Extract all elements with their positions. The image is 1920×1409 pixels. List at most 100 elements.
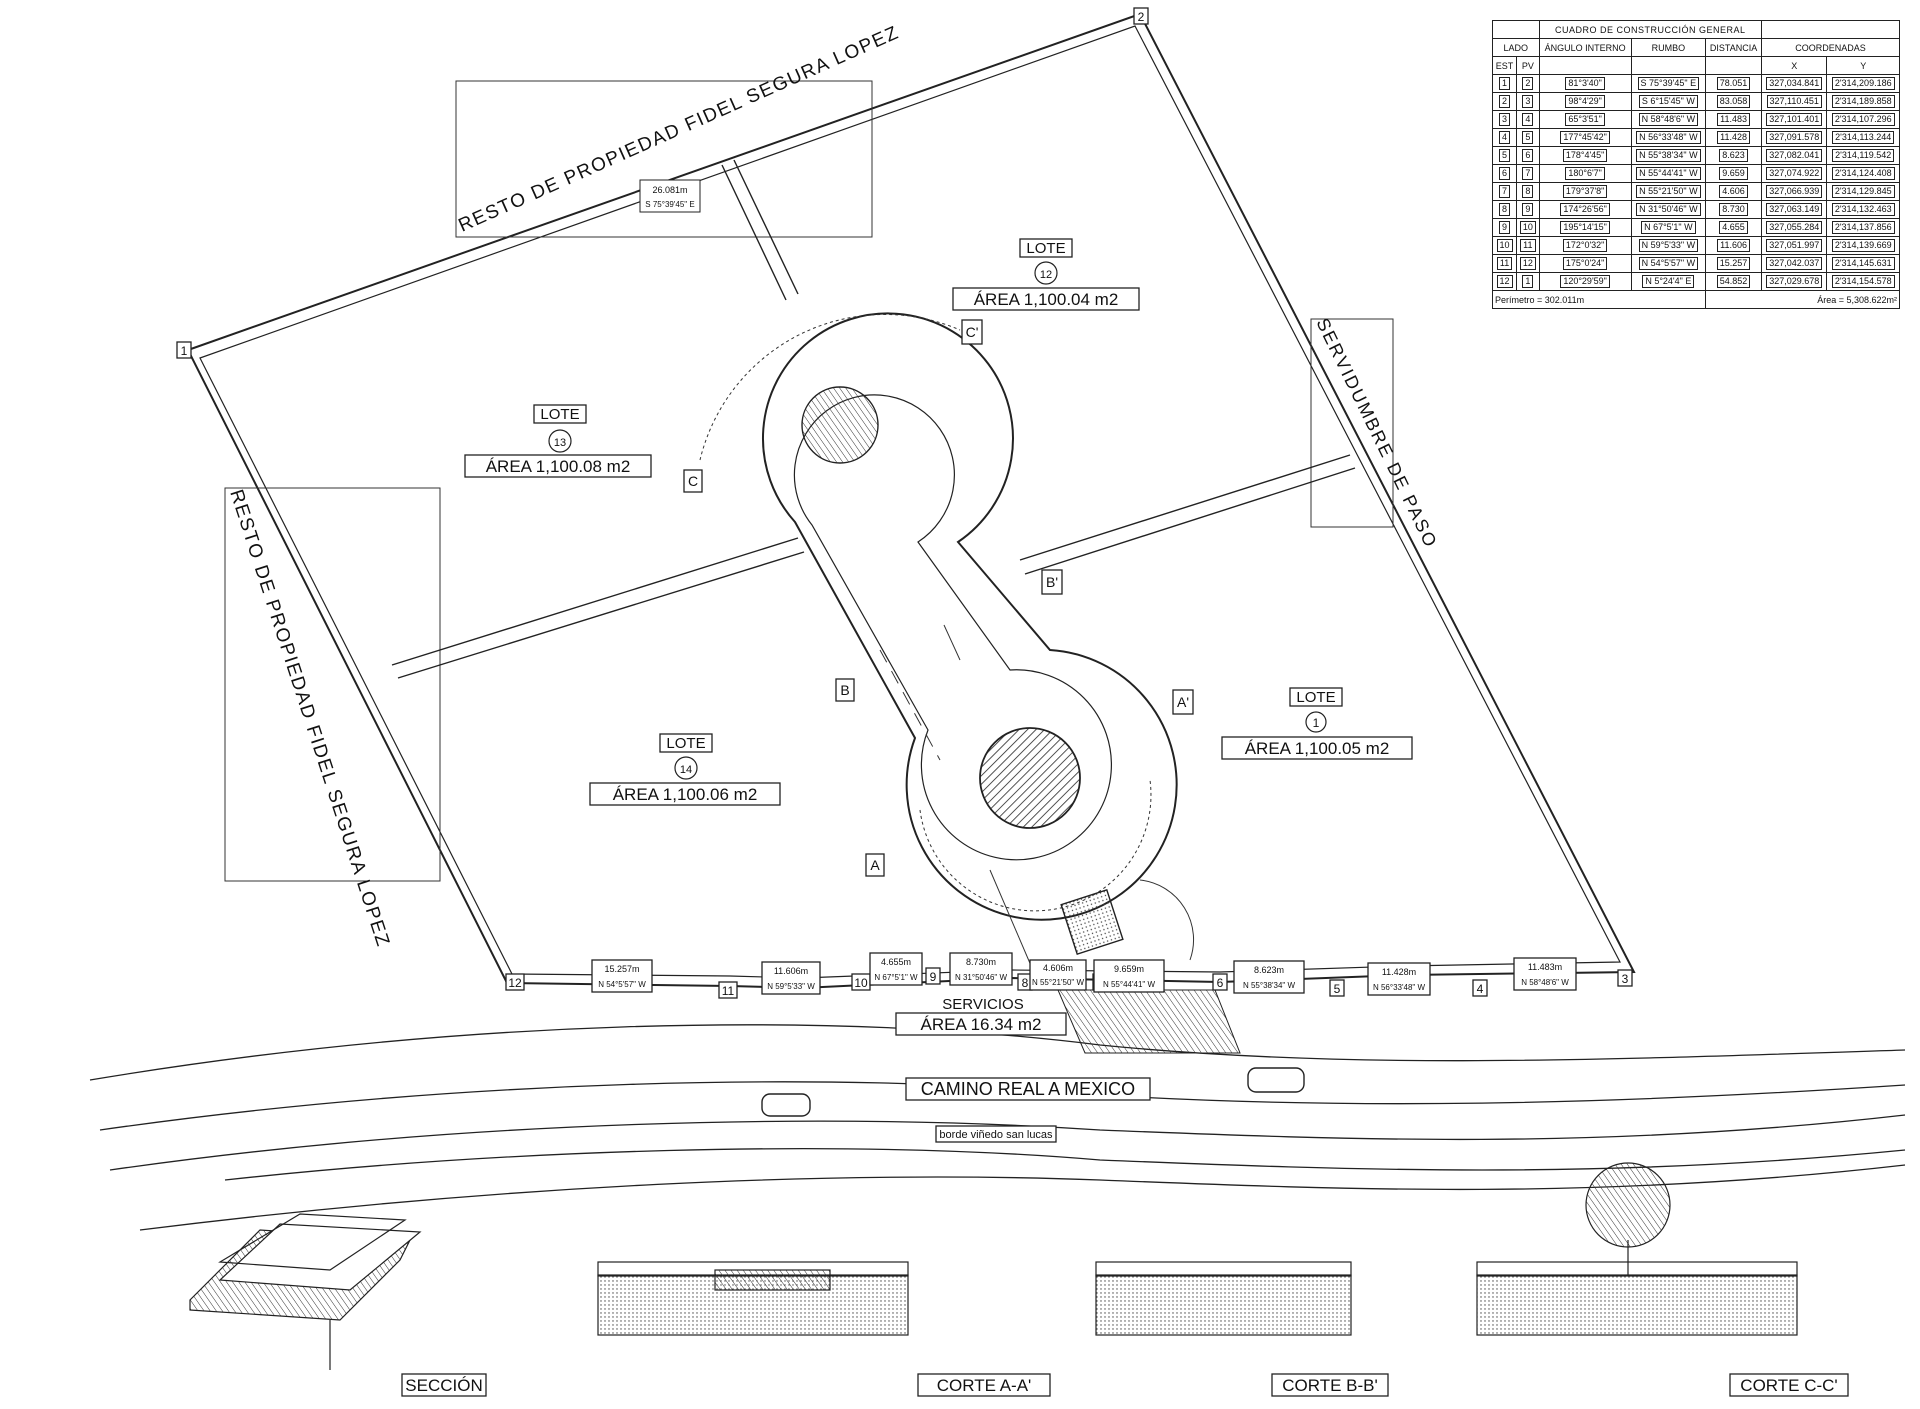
table-header: PV [1516, 56, 1540, 75]
section-title: CORTE A-A' [917, 1373, 1051, 1397]
vertex-marker: 10 [851, 973, 871, 991]
lot-area: ÁREA 1,100.05 m2 [1245, 739, 1390, 758]
svg-text:6: 6 [1217, 976, 1224, 990]
table-cell: 2 [1499, 95, 1511, 108]
table-cell: 2'314,154.578 [1831, 275, 1895, 288]
table-cell: 2'314,129.845 [1831, 185, 1895, 198]
svg-text:11: 11 [722, 984, 735, 998]
table-cell: 9.659 [1719, 167, 1748, 180]
table-cell: 1 [1499, 77, 1511, 90]
svg-text:ÁREA 16.34 m2: ÁREA 16.34 m2 [921, 1015, 1042, 1034]
table-cell: 12 [1519, 257, 1536, 270]
lot-area: ÁREA 1,100.08 m2 [486, 457, 631, 476]
table-cell: 2'314,119.542 [1832, 149, 1895, 162]
table-cell: N 55°21'50" W [1636, 185, 1701, 198]
table-cell: 81°3'40" [1565, 77, 1605, 90]
table-cell: 327,074.922 [1766, 167, 1823, 180]
lot-label-word: LOTE [1026, 240, 1065, 257]
svg-text:C': C' [966, 324, 979, 340]
table-cell: 2'314,124.408 [1831, 167, 1895, 180]
table-cell: 327,063.149 [1766, 203, 1823, 216]
vertex-marker: 3 [1617, 969, 1633, 987]
table-cell: 327,051.997 [1766, 239, 1823, 252]
table-cell: 3 [1522, 95, 1534, 108]
vertex-marker: 4 [1472, 979, 1488, 997]
lot-label-1: LOTE 1 ÁREA 1,100.05 m2 [1221, 687, 1413, 760]
table-cell: 11.428 [1717, 131, 1750, 144]
vertex-marker: 6 [1212, 973, 1228, 991]
svg-text:N 58°48'6" W: N 58°48'6" W [1521, 978, 1569, 987]
svg-text:3: 3 [1622, 972, 1629, 986]
owner-top-bearing: S 75°39'45" E [645, 200, 694, 209]
svg-text:12: 12 [508, 976, 522, 990]
svg-text:4.655m: 4.655m [881, 957, 911, 967]
table-cell: S 6°15'45" W [1638, 95, 1698, 108]
segment-label: 4.655m N 67°5'1" W [869, 952, 923, 986]
svg-text:C: C [688, 473, 698, 489]
table-cell: 177°45'42" [1560, 131, 1610, 144]
svg-text:N 54°5'57" W: N 54°5'57" W [598, 980, 646, 989]
table-cell: 2'314,189.858 [1831, 95, 1895, 108]
table-cell: 2'314,145.631 [1831, 257, 1895, 270]
table-area: Área = 5,308.622m² [1705, 290, 1900, 309]
table-cell: 174°26'56" [1560, 203, 1610, 216]
table-cell: 327,101.401 [1766, 113, 1823, 126]
table-cell: 327,082.041 [1766, 149, 1823, 162]
svg-text:8: 8 [1022, 976, 1029, 990]
lot-label-12: LOTE 12 ÁREA 1,100.04 m2 [952, 238, 1140, 311]
roundabout-south [979, 727, 1081, 829]
table-cell: 11.483 [1717, 113, 1750, 126]
segment-label: 4.606m N 55°21'50" W [1029, 959, 1087, 991]
table-cell: N 31°50'46" W [1636, 203, 1701, 216]
svg-text:4: 4 [1477, 982, 1484, 996]
svg-text:SERVICIOS: SERVICIOS [942, 996, 1023, 1013]
table-cell: 83.058 [1716, 95, 1751, 108]
segment-label: 9.659m N 55°44'41" W [1093, 959, 1165, 993]
svg-text:11.606m: 11.606m [774, 966, 808, 976]
lot-label-word: LOTE [666, 735, 705, 752]
table-cell: 9 [1499, 221, 1511, 234]
table-header: DISTANCIA [1705, 38, 1763, 57]
services-building [1060, 888, 1124, 956]
segment-label: 8.730m N 31°50'46" W [949, 952, 1013, 986]
table-cell: 327,110.451 [1766, 95, 1822, 108]
table-cell: 327,034.841 [1766, 77, 1823, 90]
lot-number: 12 [1040, 269, 1052, 281]
svg-text:N 55°38'34" W: N 55°38'34" W [1243, 981, 1295, 990]
table-cell: 195°14'15" [1560, 221, 1610, 234]
table-cell: 120°29'59" [1560, 275, 1610, 288]
table-cell: 2'314,139.669 [1831, 239, 1895, 252]
table-cell: N 56°33'48" W [1636, 131, 1701, 144]
table-cell: N 67°5'1" W [1641, 221, 1696, 234]
svg-text:10: 10 [854, 976, 868, 990]
svg-text:11.428m: 11.428m [1382, 967, 1416, 977]
table-cell: 6 [1522, 149, 1534, 162]
table-cell: S 75°39'45" E [1637, 77, 1700, 90]
svg-text:9: 9 [930, 970, 937, 984]
table-cell: 6 [1499, 167, 1511, 180]
table-cell: 12 [1496, 275, 1513, 288]
table-cell: 5 [1522, 131, 1534, 144]
section-title: CORTE B-B' [1271, 1373, 1389, 1397]
table-cell: 11.606 [1717, 239, 1750, 252]
table-cell: 327,066.939 [1766, 185, 1823, 198]
svg-text:1: 1 [181, 344, 188, 358]
table-title: CUADRO DE CONSTRUCCIÓN GENERAL [1538, 20, 1763, 39]
svg-text:A': A' [1177, 694, 1189, 710]
svg-text:N 55°44'41" W: N 55°44'41" W [1103, 980, 1155, 989]
owner-top-dimension-box [639, 179, 701, 213]
svg-text:B: B [840, 682, 849, 698]
lot-number: 14 [680, 764, 692, 776]
table-cell: 4.655 [1719, 221, 1748, 234]
lot-number: 13 [554, 437, 566, 449]
table-cell: 178°4'45" [1562, 149, 1608, 162]
segment-label: 11.428m N 56°33'48" W [1367, 962, 1431, 996]
table-header: X [1761, 56, 1828, 75]
table-cell: 179°37'8" [1562, 185, 1608, 198]
